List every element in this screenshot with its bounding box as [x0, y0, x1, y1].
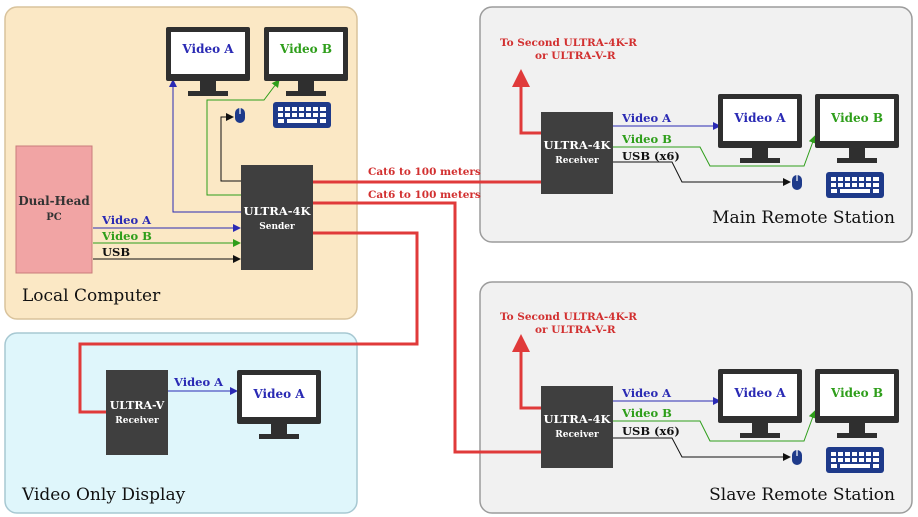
main-usb-label: USB (x6) [622, 149, 680, 163]
keyboard-icon [826, 172, 884, 198]
slave-receiver-label-line2: Receiver [555, 430, 599, 440]
video-only-signal-label: Video A [173, 375, 224, 389]
main-receiver-label-line1: ULTRA-4K [544, 138, 612, 152]
local-monitor-a-label: Video A [181, 42, 234, 56]
ultrav-receiver [106, 370, 168, 455]
main-video-b-label: Video B [621, 132, 672, 146]
slave-ultra4k-receiver [541, 386, 613, 468]
slave-usb-label: USB (x6) [622, 424, 680, 438]
local-signal-lines [93, 79, 280, 263]
slave-monitor-a-label: Video A [733, 386, 786, 400]
main-video-a-label: Video A [621, 111, 672, 125]
dual-head-pc [15, 145, 93, 274]
main-second-line1: To Second ULTRA-4K-R [500, 37, 637, 49]
slave-receiver-label-line1: ULTRA-4K [544, 412, 612, 426]
slave-video-a-label: Video A [621, 386, 672, 400]
local-panel-title: Local Computer [22, 286, 161, 306]
sender-label-line1: ULTRA-4K [244, 204, 312, 218]
ultrav-label-line1: ULTRA-V [110, 399, 165, 412]
main-second-line2: or ULTRA-V-R [535, 50, 616, 62]
mouse-icon [791, 449, 803, 466]
slave-remote-signal-lines [613, 397, 817, 461]
slave-second-line2: or ULTRA-V-R [535, 324, 616, 336]
local-monitor-b-label: Video B [279, 42, 332, 56]
video-only-monitor-a-label: Video A [252, 387, 305, 401]
cat6-cables [78, 69, 541, 454]
keyboard-icon [273, 102, 331, 128]
slave-remote-panel-title: Slave Remote Station [709, 485, 895, 505]
ultrav-label-line2: Receiver [115, 416, 159, 426]
pc-video-b-label: Video B [101, 229, 152, 243]
mouse-icon [234, 107, 246, 124]
pc-video-a-label: Video A [101, 213, 152, 227]
slave-video-b-label: Video B [621, 406, 672, 420]
keyboard-icon [826, 447, 884, 473]
slave-monitor-b-label: Video B [830, 386, 883, 400]
main-monitor-a-label: Video A [733, 111, 786, 125]
main-monitor-b-label: Video B [830, 111, 883, 125]
cat6-label-main: Cat6 to 100 meters [368, 166, 481, 178]
main-receiver-label-line2: Receiver [555, 156, 599, 166]
ultra4k-sender [241, 165, 313, 270]
sender-label-line2: Sender [259, 222, 295, 232]
pc-label-line2: PC [46, 212, 62, 223]
pc-usb-label: USB [102, 245, 130, 259]
video-only-panel-title: Video Only Display [21, 485, 186, 505]
main-remote-panel-title: Main Remote Station [712, 208, 895, 228]
pc-label-line1: Dual-Head [18, 194, 90, 208]
cat6-label-slave: Cat6 to 100 meters [368, 189, 481, 201]
slave-second-line1: To Second ULTRA-4K-R [500, 311, 637, 323]
main-ultra4k-receiver [541, 112, 613, 194]
main-remote-signal-lines [613, 122, 817, 186]
mouse-icon [791, 174, 803, 191]
